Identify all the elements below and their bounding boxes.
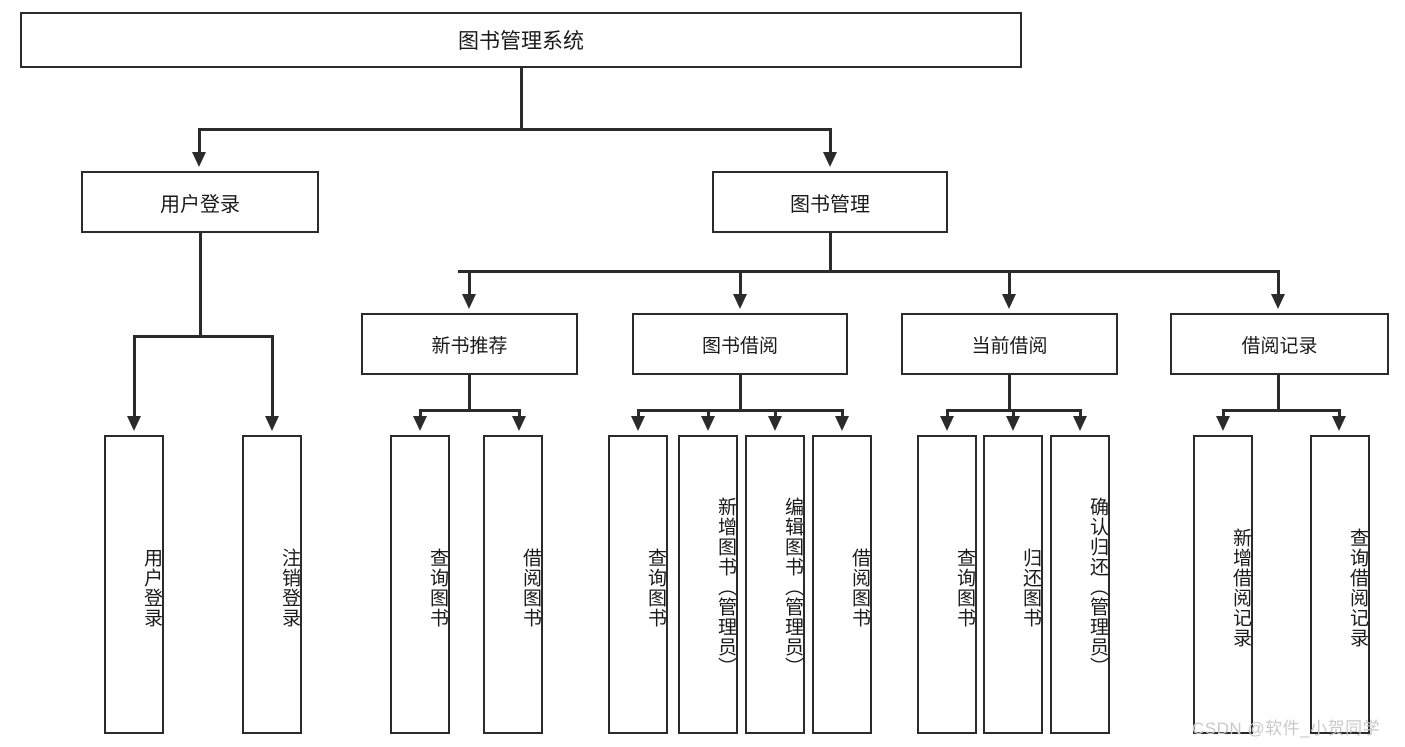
edge-userlogin-stem: [199, 233, 202, 337]
leaf-confirm-return-admin[interactable]: 确认归还（管理员）: [1050, 435, 1110, 734]
edge-bookborrow-drop-2: [774, 409, 777, 419]
arrowhead-leaf-logout: [265, 416, 279, 431]
edge-root-drop-left: [198, 128, 201, 156]
node-label: 借阅记录: [1241, 335, 1318, 357]
edge-borrowrecord-drop-0: [1222, 409, 1225, 419]
leaf-logout[interactable]: 注销登录: [242, 435, 302, 734]
node-label: 新增借阅记录: [1230, 527, 1251, 648]
node-label: 图书管理系统: [458, 30, 584, 53]
arrowhead-leaf-add-book: [701, 416, 715, 431]
edge-bookmanage-stem: [829, 233, 832, 272]
edge-bookborrow-drop-1: [707, 409, 710, 419]
node-label: 用户登录: [141, 547, 162, 628]
edge-bookmanage-drop-2: [1008, 270, 1011, 298]
node-user-login[interactable]: 用户登录: [81, 171, 319, 233]
edge-newbook-drop-0: [419, 409, 422, 419]
node-label: 编辑图书（管理员）: [782, 496, 803, 677]
edge-bookborrow-stem: [739, 375, 742, 411]
node-label: 图书管理: [790, 193, 870, 216]
leaf-borrow-book-newbook[interactable]: 借阅图书: [483, 435, 543, 734]
edge-bookborrow-bus: [637, 409, 843, 412]
arrowhead-leaf-query-book-3: [940, 416, 954, 431]
edge-root-stem: [520, 68, 523, 130]
leaf-add-book-admin[interactable]: 新增图书（管理员）: [678, 435, 738, 734]
node-current-borrow[interactable]: 当前借阅: [901, 313, 1118, 375]
node-label: 图书借阅: [701, 335, 778, 357]
arrowhead-leaf-query-book-1: [413, 416, 427, 431]
node-label: 借阅图书: [849, 547, 870, 628]
node-label: 当前借阅: [971, 335, 1048, 357]
leaf-borrow-book-borrow[interactable]: 借阅图书: [812, 435, 872, 734]
arrowhead-to-book-borrow: [733, 294, 747, 309]
arrowhead-leaf-query-book-2: [631, 416, 645, 431]
arrowhead-to-current-borrow: [1002, 294, 1016, 309]
edge-bookmanage-drop-3: [1277, 270, 1280, 298]
edge-newbook-stem: [468, 375, 471, 411]
arrowhead-leaf-return-book: [1006, 416, 1020, 431]
edge-currentborrow-stem: [1008, 375, 1011, 411]
edge-borrowrecord-stem: [1277, 375, 1280, 411]
node-label: 归还图书: [1020, 547, 1041, 628]
node-label: 新增图书（管理员）: [715, 496, 736, 677]
arrowhead-to-new-book: [462, 294, 476, 309]
leaf-return-book[interactable]: 归还图书: [983, 435, 1043, 734]
arrowhead-to-borrow-record: [1271, 294, 1285, 309]
node-label: 查询图书: [427, 547, 448, 628]
node-label: 用户登录: [160, 193, 240, 216]
leaf-user-login[interactable]: 用户登录: [104, 435, 164, 734]
arrowhead-leaf-borrow-book-2: [835, 416, 849, 431]
leaf-query-book-borrow[interactable]: 查询图书: [608, 435, 668, 734]
edge-bookmanage-bus: [458, 270, 1278, 273]
edge-newbook-drop-1: [518, 409, 521, 419]
node-label: 查询图书: [954, 547, 975, 628]
edge-borrowrecord-drop-1: [1338, 409, 1341, 419]
arrowhead-leaf-confirm-return: [1073, 416, 1087, 431]
leaf-query-book-newbook[interactable]: 查询图书: [390, 435, 450, 734]
arrowhead-leaf-user-login: [127, 416, 141, 431]
leaf-query-borrow-record[interactable]: 查询借阅记录: [1310, 435, 1370, 734]
edge-currentborrow-drop-2: [1079, 409, 1082, 419]
edge-userlogin-bus: [133, 335, 273, 338]
node-root-system[interactable]: 图书管理系统: [20, 12, 1022, 68]
arrowhead-leaf-query-record: [1332, 416, 1346, 431]
node-label: 借阅图书: [520, 547, 541, 628]
arrowhead-leaf-edit-book: [768, 416, 782, 431]
edge-borrowrecord-bus: [1222, 409, 1339, 412]
edge-bookborrow-drop-0: [637, 409, 640, 419]
leaf-add-borrow-record[interactable]: 新增借阅记录: [1193, 435, 1253, 734]
node-new-book-recommend[interactable]: 新书推荐: [361, 313, 578, 375]
node-label: 查询图书: [645, 547, 666, 628]
arrowhead-leaf-borrow-book-1: [512, 416, 526, 431]
edge-bookmanage-drop-1: [739, 270, 742, 298]
edge-bookborrow-drop-3: [841, 409, 844, 419]
edge-root-bus: [198, 128, 832, 131]
edge-root-drop-right: [829, 128, 832, 156]
leaf-query-book-current[interactable]: 查询图书: [917, 435, 977, 734]
arrowhead-to-user-login: [192, 152, 206, 167]
edge-currentborrow-drop-1: [1012, 409, 1015, 419]
node-label: 新书推荐: [431, 335, 508, 357]
node-book-manage[interactable]: 图书管理: [712, 171, 948, 233]
arrowhead-leaf-add-record: [1216, 416, 1230, 431]
edge-userlogin-drop-1: [271, 335, 274, 419]
edge-bookmanage-drop-0: [468, 270, 471, 298]
leaf-edit-book-admin[interactable]: 编辑图书（管理员）: [745, 435, 805, 734]
arrowhead-to-book-manage: [823, 152, 837, 167]
node-label: 注销登录: [279, 547, 300, 628]
node-borrow-record[interactable]: 借阅记录: [1170, 313, 1389, 375]
node-label: 确认归还（管理员）: [1087, 496, 1108, 677]
node-book-borrow[interactable]: 图书借阅: [632, 313, 848, 375]
edge-newbook-bus: [419, 409, 519, 412]
node-label: 查询借阅记录: [1347, 527, 1368, 648]
edge-userlogin-drop-0: [133, 335, 136, 419]
watermark-text: CSDN @软件_小贺同学: [1192, 719, 1381, 738]
edge-currentborrow-drop-0: [946, 409, 949, 419]
